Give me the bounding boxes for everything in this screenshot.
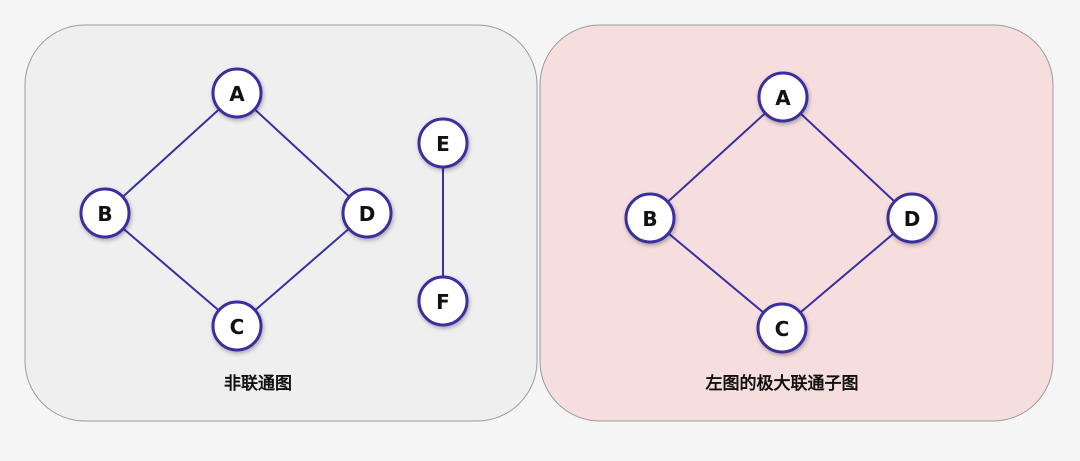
left-edge-B-C	[104, 212, 238, 327]
right-node-C	[756, 302, 808, 354]
left-node-F	[417, 275, 469, 327]
left-edge-A-B	[104, 92, 238, 214]
right-caption: 左图的极大联通子图	[706, 373, 859, 394]
left-node-E	[417, 117, 469, 169]
right-node-label-A: A	[775, 86, 791, 110]
left-node-label-C: C	[230, 315, 245, 339]
right-panel	[539, 24, 1054, 422]
right-node-D	[886, 192, 938, 244]
left-edge-D-C	[236, 212, 368, 327]
left-node-C	[211, 300, 263, 352]
left-node-A	[211, 67, 263, 119]
left-edge-A-D	[236, 92, 368, 214]
left-caption: 非联通图	[224, 373, 292, 394]
right-edge-A-D	[782, 96, 913, 219]
right-edge-D-C	[781, 217, 913, 329]
right-node-B	[624, 192, 676, 244]
left-node-label-D: D	[359, 202, 376, 226]
left-node-label-B: B	[97, 202, 112, 226]
right-edge-B-C	[649, 217, 783, 329]
left-node-label-E: E	[436, 132, 450, 156]
right-node-label-B: B	[642, 207, 657, 231]
right-node-label-C: C	[775, 317, 790, 341]
right-node-A	[757, 71, 809, 123]
left-panel	[24, 24, 538, 422]
right-edge-A-B	[649, 96, 784, 219]
right-node-label-D: D	[904, 207, 921, 231]
left-node-label-A: A	[229, 82, 245, 106]
left-node-label-F: F	[436, 290, 450, 314]
left-node-B	[79, 187, 131, 239]
left-node-D	[341, 187, 393, 239]
